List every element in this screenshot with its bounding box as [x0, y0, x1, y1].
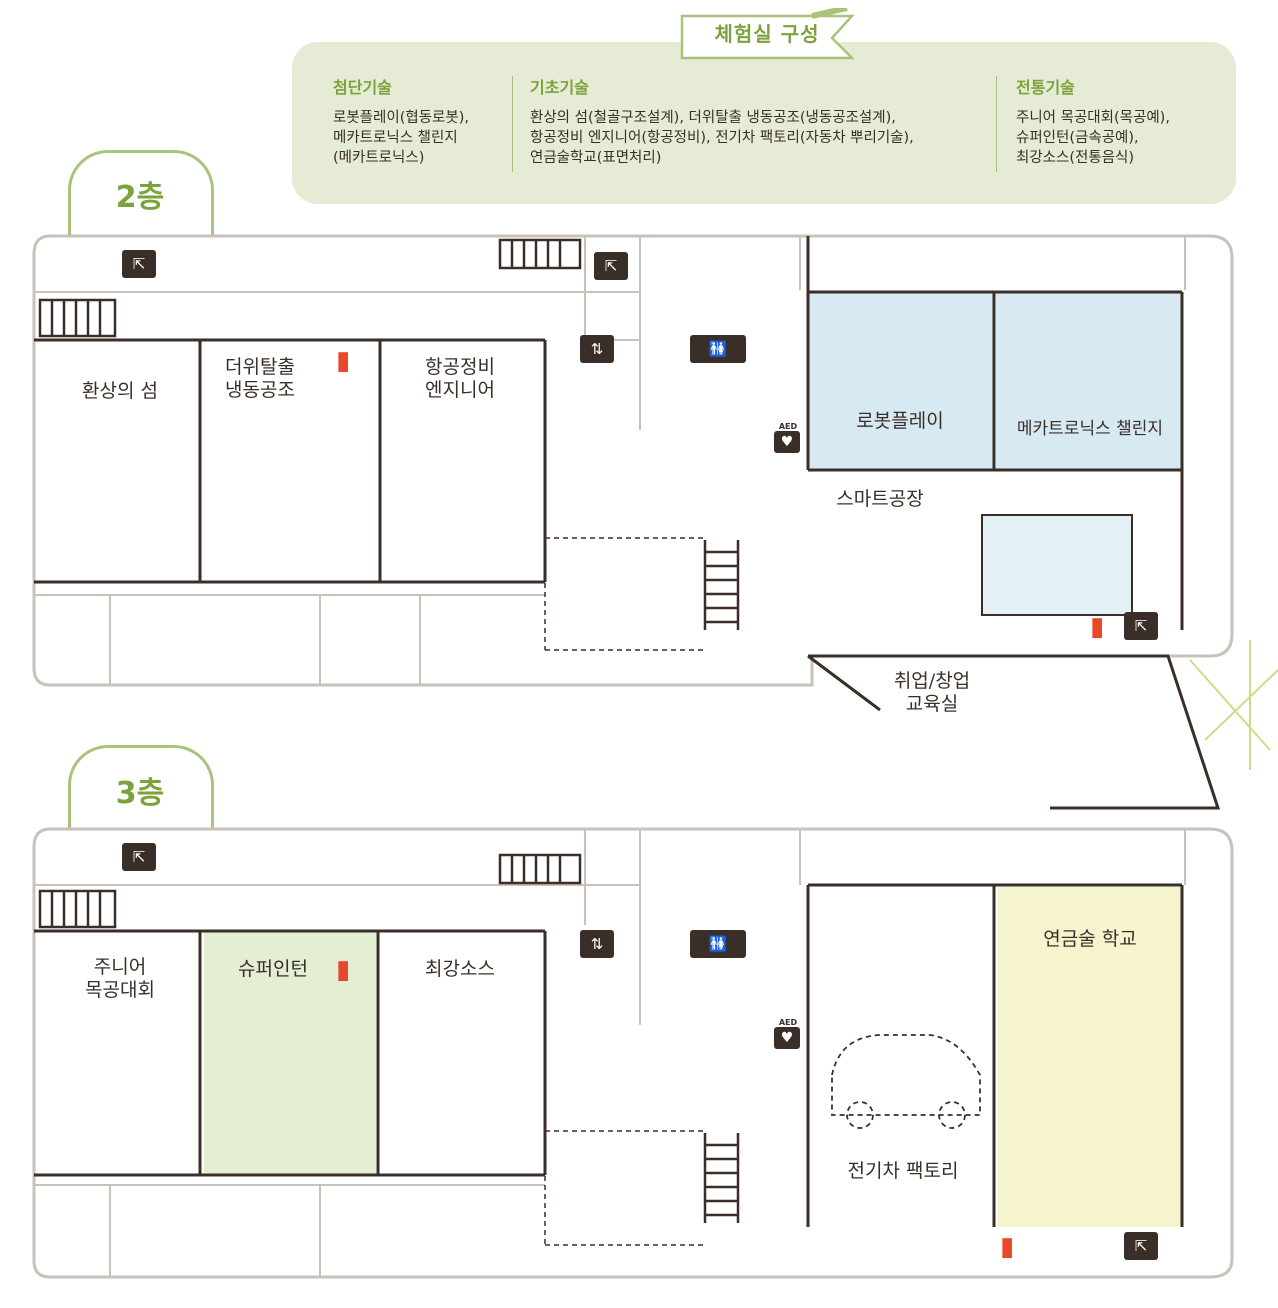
floor-tab-3f	[68, 745, 214, 830]
aed-label: AED	[778, 422, 798, 431]
aed-icon: AED ♥	[774, 1018, 802, 1049]
legend-column-description: 주니어 목공대회(목공예), 슈퍼인턴(금속공예), 최강소스(전통음식)	[1016, 110, 1170, 166]
elevator-icon: ⇅	[580, 930, 614, 958]
emergency-exit-icon: ⇱	[122, 843, 156, 871]
legend-panel	[292, 42, 1236, 204]
room-label-alchemy-school: 연금술 학교	[1043, 928, 1137, 950]
room-label-super-intern: 슈퍼인턴	[238, 958, 308, 980]
floor-label: 2층	[115, 180, 165, 215]
restroom-icon: 🚻	[690, 930, 746, 958]
legend-column-title: 첨단기술	[333, 78, 392, 97]
legend-divider	[512, 76, 513, 172]
room-label-ev-factory: 전기차 팩토리	[847, 1160, 959, 1182]
elevator-icon: ⇅	[580, 335, 614, 363]
legend-column-advanced: 첨단기술 로봇플레이(협동로봇), 메카트로닉스 챌린지 (메카트로닉스)	[333, 74, 469, 168]
room-label-best-sauce: 최강소스	[425, 958, 495, 980]
legend-column-basic: 기초기술 환상의 섬(철골구조설계), 더위탈출 냉동공조(냉동공조설계), 항…	[530, 74, 914, 168]
emergency-exit-icon: ⇱	[1124, 1232, 1158, 1260]
room-label-robot-play: 로봇플레이	[856, 410, 944, 432]
legend-column-description: 로봇플레이(협동로봇), 메카트로닉스 챌린지 (메카트로닉스)	[333, 110, 469, 166]
aed-icon: AED ♥	[774, 422, 802, 453]
room-label-aircraft: 항공정비 엔지니어	[425, 356, 495, 401]
room-label-smart-factory: 스마트공장	[836, 488, 924, 510]
legend-column-title: 전통기술	[1016, 78, 1075, 97]
aed-label: AED	[778, 1018, 798, 1027]
restroom-icon: 🚻	[690, 335, 746, 363]
fire-extinguisher-icon: ▮	[336, 955, 351, 985]
floor-2-plan	[32, 234, 1278, 810]
room-label-mechatronics: 메카트로닉스 챌린지	[1016, 419, 1164, 439]
floor-3-plan	[32, 827, 1234, 1279]
floor-tab-2f	[68, 150, 214, 235]
room-label-cooling: 더위탈출 냉동공조	[225, 356, 295, 401]
legend-title: 체험실 구성	[714, 22, 820, 46]
room-label-education: 취업/창업 교육실	[893, 670, 971, 715]
floor-label: 3층	[115, 776, 165, 811]
legend-banner	[680, 8, 856, 60]
emergency-exit-icon: ⇱	[1124, 612, 1158, 640]
emergency-exit-icon: ⇱	[594, 252, 628, 280]
legend-column-traditional: 전통기술 주니어 목공대회(목공예), 슈퍼인턴(금속공예), 최강소스(전통음…	[1016, 74, 1170, 168]
room-label-junior-woodwork: 주니어 목공대회	[85, 956, 155, 1001]
fire-extinguisher-icon: ▮	[1000, 1232, 1015, 1262]
legend-divider	[996, 76, 997, 172]
emergency-exit-icon: ⇱	[122, 250, 156, 278]
room-label-fantasy-island: 환상의 섬	[82, 380, 158, 402]
fire-extinguisher-icon: ▮	[1090, 612, 1105, 642]
legend-column-title: 기초기술	[530, 78, 589, 97]
fire-extinguisher-icon: ▮	[336, 346, 351, 376]
legend-column-description: 환상의 섬(철골구조설계), 더위탈출 냉동공조(냉동공조설계), 항공정비 엔…	[530, 110, 914, 166]
